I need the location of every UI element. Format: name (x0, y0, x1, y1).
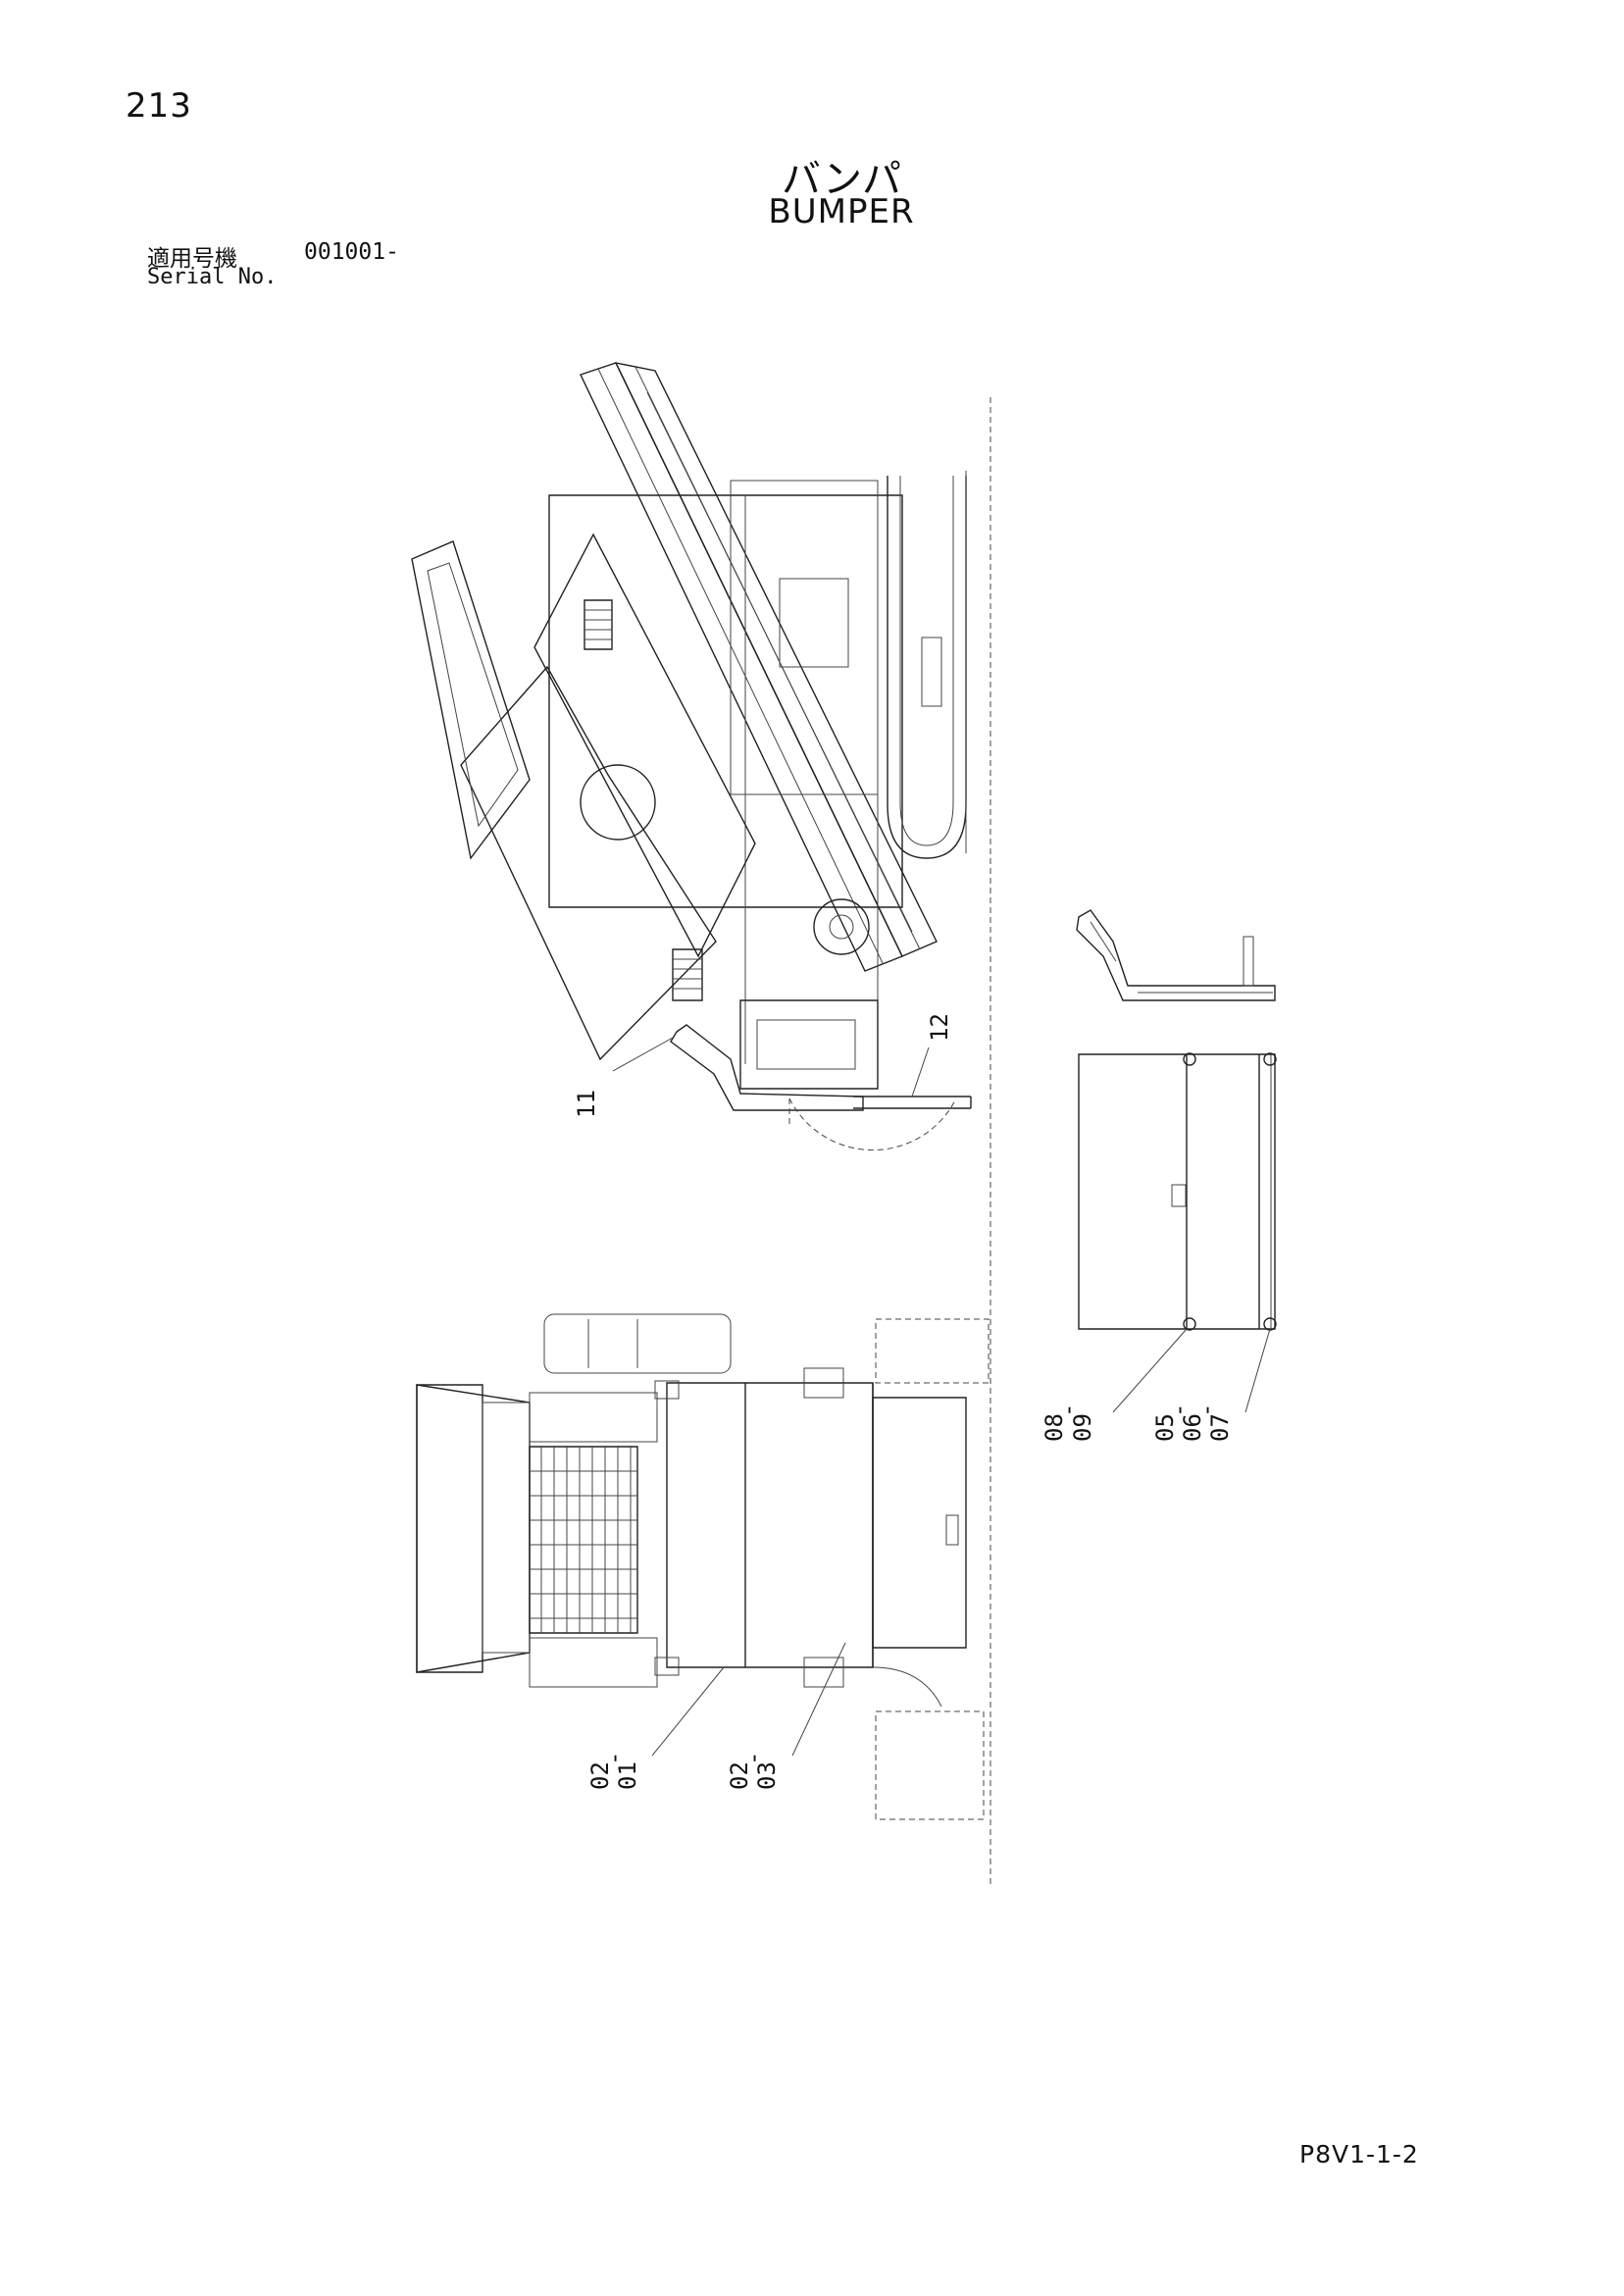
title-japanese: バンパ (782, 157, 901, 202)
screen-mesh (530, 1447, 637, 1633)
screen-inspection-hole (581, 765, 655, 840)
screen-body-panel (534, 535, 755, 956)
lower-support (740, 1000, 878, 1089)
callout-02b-label: 02 (726, 1761, 753, 1790)
callout-06-label: 06 (1179, 1413, 1206, 1442)
bumper-box-outline (1079, 1054, 1275, 1329)
conveyor-tail (873, 1398, 966, 1648)
plan-view-machine (417, 1314, 989, 1819)
callout-02-01-dash: - (600, 1752, 628, 1765)
hopper-outline (417, 1385, 482, 1672)
spring-lower (673, 949, 702, 1000)
callout-02a-label: 02 (586, 1761, 614, 1790)
callout-12-leader (912, 1047, 929, 1097)
spring-upper (584, 600, 612, 649)
callout-03-label: 03 (753, 1761, 781, 1790)
callout-08-label: 08 (1040, 1413, 1068, 1442)
serial-label-english: Serial No. (147, 265, 278, 289)
bumper-side-view (671, 1025, 971, 1150)
callout-06-07-dash: - (1193, 1403, 1220, 1417)
screen-box (461, 667, 716, 1059)
callout-11-label: 11 (573, 1090, 600, 1118)
callout-12-label: 12 (926, 1013, 953, 1042)
head-pulley (814, 899, 869, 954)
callout-07-label: 07 (1206, 1413, 1234, 1442)
callout-02-01-leader (652, 1667, 724, 1756)
callout-02-03-dash: - (739, 1752, 767, 1765)
serial-label-japanese: 適用号機 (147, 246, 237, 272)
drawing-code: P8V1-1-2 (1299, 2140, 1419, 2168)
serial-number-value: 001001- (304, 239, 399, 265)
conveyor-body (667, 1383, 873, 1667)
callout-11-leader (613, 1038, 673, 1071)
bumper-bracket-11 (671, 1025, 863, 1110)
title-english: BUMPER (768, 192, 915, 231)
main-frame (549, 495, 902, 907)
top-cover (544, 1314, 731, 1373)
bumper-bracket-detail (1077, 910, 1275, 1000)
bracket-detail-body (1077, 910, 1275, 1000)
bumper-box-detail (1079, 1053, 1276, 1330)
callout-02-03-leader (792, 1643, 845, 1756)
callout-05-07-leader (1245, 1329, 1270, 1412)
crawler-track (888, 476, 966, 858)
callout-08-09-leader (1113, 1329, 1187, 1412)
callout-05-06-dash: - (1165, 1403, 1193, 1417)
callout-01-label: 01 (614, 1761, 641, 1790)
swing-arc (789, 1098, 956, 1150)
callout-08-09-dash: - (1054, 1403, 1082, 1417)
callout-09-label: 09 (1069, 1413, 1096, 1442)
feeder-hopper (412, 541, 530, 858)
side-view-machine (412, 363, 966, 1089)
page-number: 213 (126, 86, 192, 126)
track-block-lower (876, 1711, 984, 1819)
track-block-upper (876, 1319, 989, 1383)
callout-05-label: 05 (1151, 1413, 1179, 1442)
conveyor-belt-inner (616, 363, 937, 956)
